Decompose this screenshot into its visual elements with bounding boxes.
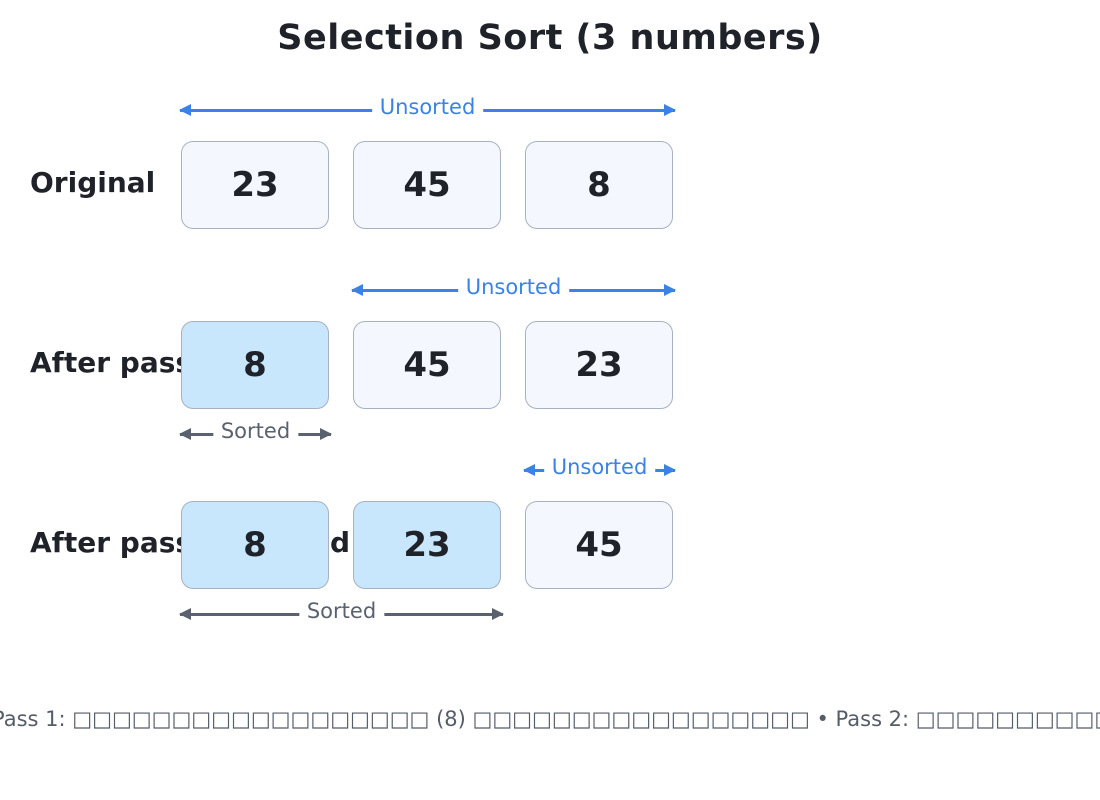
cell-row-0-1: 45: [353, 141, 501, 229]
row-label-after-pass-2-tail: d: [330, 526, 351, 559]
unsorted-label: Unsorted: [457, 275, 570, 299]
arrow-left-icon: [179, 608, 191, 620]
unsorted-label: Unsorted: [371, 95, 484, 119]
arrow-left-icon: [179, 428, 191, 440]
arrow-left-icon: [523, 464, 535, 476]
diagram-title: Selection Sort (3 numbers): [277, 18, 823, 58]
unsorted-label: Unsorted: [543, 455, 656, 479]
cell-row-1-0: 8: [181, 321, 329, 409]
arrow-right-icon: [664, 284, 676, 296]
cell-row-0-2: 8: [525, 141, 673, 229]
arrow-right-icon: [320, 428, 332, 440]
sorted-range-row-1: Sorted: [179, 419, 332, 449]
arrow-left-icon: [179, 104, 191, 116]
arrow-left-icon: [351, 284, 363, 296]
unsorted-range-row-0: Unsorted: [179, 95, 676, 125]
arrow-right-icon: [492, 608, 504, 620]
arrow-right-icon: [664, 464, 676, 476]
sorted-label: Sorted: [298, 599, 385, 623]
sorted-label: Sorted: [212, 419, 299, 443]
row-label-original: Original: [30, 166, 156, 199]
unsorted-range-row-2: Unsorted: [523, 455, 676, 485]
row-label-after-pass-1: After pass: [30, 346, 193, 379]
cell-row-2-0: 8: [181, 501, 329, 589]
unsorted-range-row-1: Unsorted: [351, 275, 676, 305]
sorted-range-row-2: Sorted: [179, 599, 504, 629]
cell-row-1-2: 23: [525, 321, 673, 409]
cell-row-0-0: 23: [181, 141, 329, 229]
cell-row-1-1: 45: [353, 321, 501, 409]
cell-row-2-2: 45: [525, 501, 673, 589]
caption: Pass 1: □□□□□□□□□□□□□□□□□□ (8) □□□□□□□□□…: [0, 707, 1100, 731]
cell-row-2-1: 23: [353, 501, 501, 589]
row-label-after-pass-2: After pass: [30, 526, 193, 559]
arrow-right-icon: [664, 104, 676, 116]
